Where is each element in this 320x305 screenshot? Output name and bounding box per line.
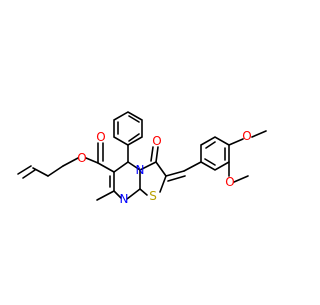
bond — [167, 175, 186, 182]
bond — [62, 157, 79, 167]
bond — [22, 169, 36, 179]
atom-label-oxygen: O — [225, 175, 234, 189]
bond — [85, 157, 99, 164]
bond — [233, 175, 249, 183]
bond — [128, 115, 140, 123]
bond — [155, 161, 167, 177]
atom-label-oxygen: O — [96, 130, 105, 144]
bond — [251, 130, 267, 138]
atom-labels: O O O O O N N S — [77, 129, 251, 206]
atom-label-oxygen: O — [152, 134, 161, 148]
bond — [205, 141, 216, 149]
bond — [139, 188, 148, 196]
bond — [17, 165, 32, 175]
bond — [113, 190, 122, 199]
atom-label-oxygen: O — [242, 129, 251, 143]
structure-canvas: O O O O O N N S — [17, 111, 267, 206]
bond — [183, 161, 202, 172]
bond — [113, 161, 129, 173]
bond — [204, 158, 216, 166]
bond — [127, 161, 141, 171]
bond — [228, 138, 244, 146]
bond — [113, 111, 143, 146]
bond — [150, 146, 154, 162]
bond — [47, 165, 64, 177]
bond — [155, 146, 159, 163]
atom-label-oxygen: O — [77, 151, 86, 165]
molecule-structure: O O O O O N N S — [17, 111, 267, 206]
atom-label-sulfur: S — [149, 189, 157, 203]
bonds — [17, 111, 267, 201]
bond — [126, 188, 141, 200]
bond — [96, 190, 115, 201]
bond — [165, 170, 185, 177]
bond — [97, 162, 115, 173]
atom-label-nitrogen: N — [120, 192, 129, 206]
bond — [159, 175, 167, 193]
atom-label-nitrogen: N — [136, 163, 145, 177]
bond — [32, 167, 49, 177]
bond — [128, 133, 140, 142]
bond — [139, 161, 157, 171]
